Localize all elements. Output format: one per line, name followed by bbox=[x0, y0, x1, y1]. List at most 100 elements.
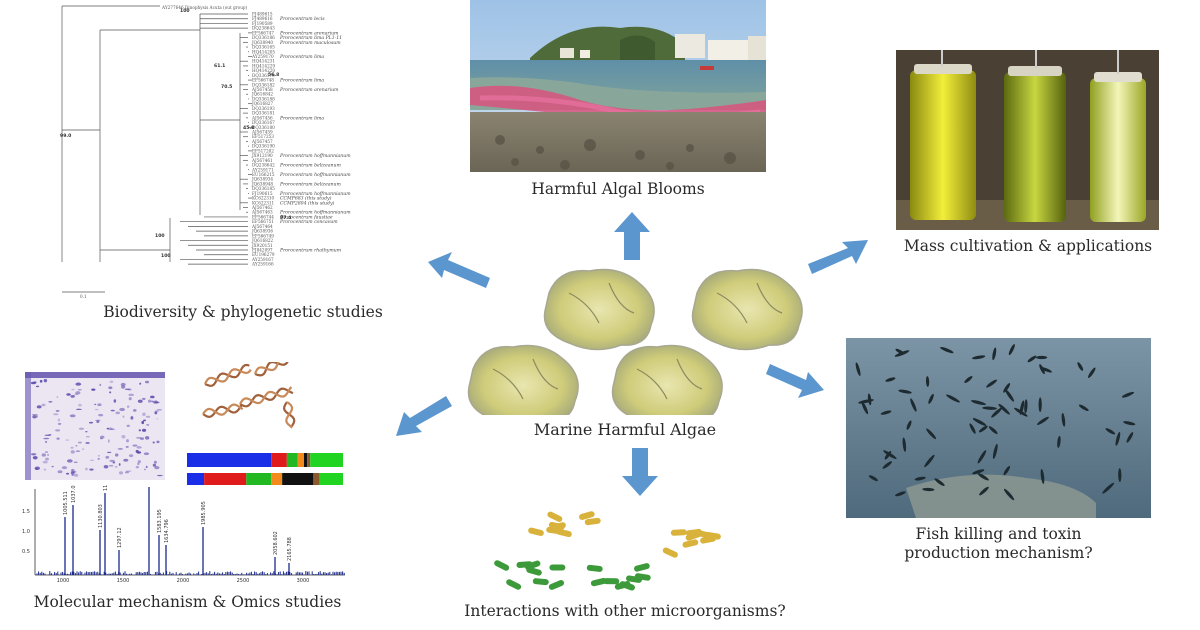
gel-spot bbox=[139, 382, 142, 385]
gel-spot bbox=[98, 413, 104, 417]
gel-spot bbox=[136, 446, 142, 449]
spectrum-peak-label: 1037.071 bbox=[71, 485, 77, 503]
dead-fish bbox=[986, 379, 998, 388]
interactions-caption: Interactions with other microorganisms? bbox=[464, 602, 786, 620]
tree-leaf-label: EF566747 bbox=[252, 30, 274, 35]
spectrum-y-tick: 1.5 bbox=[22, 509, 30, 515]
gel-spot bbox=[145, 465, 148, 469]
dead-fish bbox=[868, 475, 878, 482]
gel-spot bbox=[39, 379, 43, 383]
tree-bootstrap: 45.8 bbox=[243, 125, 254, 131]
gel-spot bbox=[91, 388, 96, 391]
gel-spot bbox=[89, 468, 94, 471]
gel-spot bbox=[48, 400, 53, 403]
gel-spot bbox=[70, 450, 75, 454]
fish-caption-line1: Fish killing and toxin bbox=[915, 525, 1082, 543]
dead-fish bbox=[880, 410, 892, 415]
gel-spot bbox=[156, 474, 163, 477]
gel-spot bbox=[41, 403, 46, 407]
gel-spot bbox=[94, 408, 99, 411]
dead-fish bbox=[977, 473, 989, 481]
bacterium bbox=[528, 527, 544, 536]
gel-spot bbox=[141, 397, 146, 400]
bacterium bbox=[524, 560, 541, 570]
dead-fish bbox=[1035, 355, 1048, 360]
tree-leaf-label: FJ489615 bbox=[252, 12, 273, 17]
bar-segment bbox=[282, 473, 314, 487]
bacterium bbox=[532, 578, 549, 586]
tree-species-label: Prorocentrum arenarium bbox=[279, 87, 339, 93]
gel-spot bbox=[156, 418, 159, 420]
dead-fish bbox=[969, 423, 976, 434]
tree-leaf-label: FJ190615 bbox=[252, 191, 273, 196]
dead-fish bbox=[1077, 362, 1084, 371]
tree-leaf-label: JX912190 bbox=[251, 153, 273, 158]
gel-spot bbox=[110, 428, 116, 431]
gel-spot bbox=[105, 455, 110, 459]
spectrum-peak-label: 1297.12 bbox=[117, 527, 123, 548]
tree-leaf-label: FJ489616 bbox=[252, 16, 273, 21]
fish-kill-photo bbox=[846, 338, 1151, 518]
gel-spot bbox=[114, 466, 118, 468]
gel-spot bbox=[144, 380, 150, 384]
dead-fish bbox=[998, 403, 1010, 415]
tree-leaf-label: EU196279 bbox=[252, 252, 275, 257]
spectrum-y-tick: 0.5 bbox=[22, 549, 30, 555]
gel-spot bbox=[154, 411, 158, 415]
gel-spot bbox=[31, 413, 38, 416]
dead-fish bbox=[925, 376, 930, 387]
gel-spot bbox=[125, 446, 129, 448]
blooms-caption: Harmful Algal Blooms bbox=[531, 180, 705, 198]
tree-bootstrap: 97.4 bbox=[280, 215, 291, 221]
gel-spot bbox=[154, 466, 160, 470]
gel-spot bbox=[73, 461, 78, 463]
dead-fish bbox=[1014, 407, 1028, 417]
gel-spot bbox=[132, 444, 138, 447]
bacterium bbox=[662, 547, 678, 558]
dead-fish bbox=[1078, 404, 1089, 412]
tree-leaf-label: DQ336181 bbox=[252, 111, 275, 116]
tree-leaf-label: EF566751 bbox=[252, 219, 274, 224]
tree-species-label: Prorocentrum hoffmannianum bbox=[279, 153, 351, 159]
algae-cell bbox=[611, 344, 723, 415]
spectrum-peak-label: 1985.905 bbox=[201, 501, 207, 525]
dead-fish bbox=[902, 437, 907, 452]
tree-leaf-label: JX920151 bbox=[251, 243, 273, 248]
gel-spot bbox=[143, 452, 150, 456]
dead-fish bbox=[1005, 389, 1015, 402]
bacterium bbox=[586, 564, 603, 572]
arrow-down bbox=[622, 448, 658, 496]
dead-fish bbox=[1027, 355, 1037, 363]
tree-species-label: CCMP683 (this study) bbox=[280, 195, 332, 202]
dead-fish bbox=[898, 389, 912, 394]
spectrum-x-tick: 3000 bbox=[297, 578, 310, 584]
spectrum-peak-label: 1005.511 bbox=[63, 491, 69, 515]
spectrum-peak-label: 1634.796 bbox=[164, 519, 170, 543]
gel-spot bbox=[152, 463, 157, 467]
gel-spot bbox=[124, 471, 130, 474]
tree-leaf-label: DQ336185 bbox=[252, 186, 275, 191]
bacterium bbox=[685, 531, 702, 541]
bacterium bbox=[548, 579, 565, 590]
dna-helix bbox=[282, 401, 296, 429]
gel-spot bbox=[51, 465, 54, 468]
dead-fish bbox=[928, 393, 934, 404]
tree-species-label: Prorocentrum belizeanum bbox=[279, 181, 341, 187]
dead-fish bbox=[855, 362, 861, 377]
tree-species-label: Prorocentrum faustiae bbox=[279, 214, 333, 220]
spectrum-x-tick: 1500 bbox=[117, 578, 130, 584]
gel-spot bbox=[77, 389, 82, 391]
gel-spot bbox=[156, 409, 163, 411]
gel-spot bbox=[66, 393, 71, 396]
tree-leaf-label: JQ616822 bbox=[251, 238, 273, 243]
bar-segment bbox=[271, 473, 283, 487]
bacterium bbox=[494, 560, 510, 571]
dead-fish bbox=[970, 400, 986, 406]
gel-spot bbox=[75, 391, 81, 395]
gel-spot bbox=[106, 427, 109, 430]
dead-fish bbox=[1040, 469, 1045, 484]
bacterium bbox=[626, 575, 642, 583]
gel-spot bbox=[75, 408, 82, 411]
dead-fish bbox=[1008, 344, 1015, 356]
bacterium bbox=[546, 526, 563, 535]
